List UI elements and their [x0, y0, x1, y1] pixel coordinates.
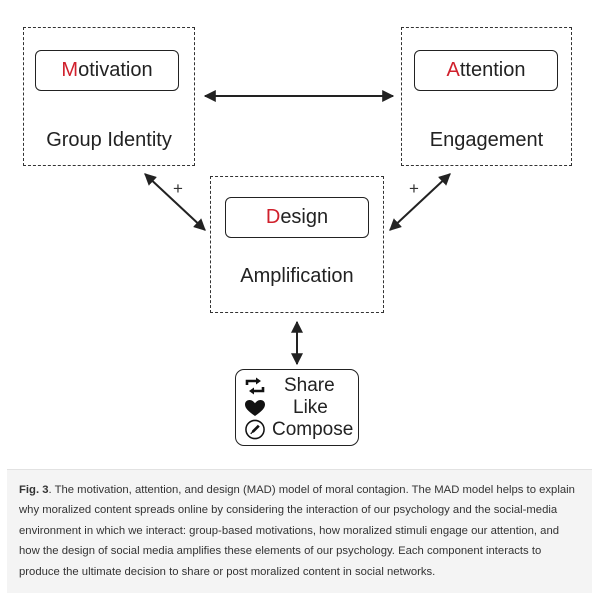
- attention-design-arrow: [389, 173, 451, 231]
- amplification-label: Amplification: [240, 265, 354, 287]
- compose-icon: [245, 419, 265, 440]
- heart-icon: [245, 400, 265, 416]
- like-label: Like: [293, 397, 328, 418]
- design-rest: esign: [280, 206, 329, 228]
- group-identity-label: Group Identity: [46, 129, 172, 151]
- design-box: [210, 176, 384, 313]
- share-label: Share: [284, 375, 335, 396]
- left-plus-sign: +: [173, 179, 183, 198]
- attention-pill: Attention: [414, 50, 558, 91]
- motivation-initial: M: [61, 59, 79, 81]
- design-initial: D: [265, 206, 281, 228]
- right-plus-sign: +: [409, 179, 419, 198]
- motivation-box: [23, 27, 195, 166]
- motivation-design-arrow: [144, 173, 206, 231]
- like-row: Like: [236, 397, 356, 419]
- figure-label: Fig. 3: [19, 484, 49, 496]
- retweet-icon: [245, 377, 265, 395]
- attention-rest: ttention: [459, 59, 526, 81]
- share-row: Share: [236, 375, 356, 397]
- compose-row: Compose: [236, 419, 356, 441]
- attention-initial: A: [446, 59, 460, 81]
- design-pill: Design: [225, 197, 369, 238]
- motivation-rest: otivation: [78, 59, 153, 81]
- motivation-pill: Motivation: [35, 50, 179, 91]
- caption-text: . The motivation, attention, and design …: [19, 484, 575, 578]
- engagement-label: Engagement: [429, 129, 544, 151]
- figure-caption: Fig. 3. The motivation, attention, and d…: [7, 469, 592, 593]
- attention-box: [401, 27, 572, 166]
- compose-label: Compose: [272, 419, 354, 440]
- social-actions-box: Share Like Compose: [235, 369, 359, 446]
